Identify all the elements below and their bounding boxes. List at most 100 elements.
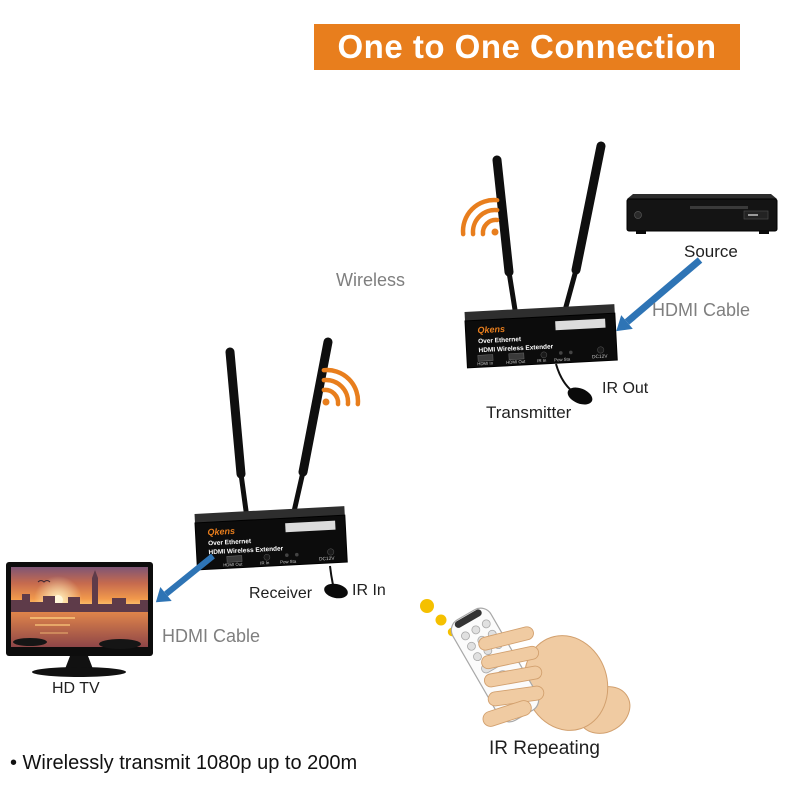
ir-out-emitter (555, 363, 593, 405)
label-strip (555, 318, 606, 331)
transmitter-line1: Over Ethernet (478, 336, 522, 345)
port-label: Pow Sta (554, 356, 571, 362)
feature-bullet: • Wirelessly transmit 1080p up to 200m (10, 752, 358, 774)
power-button-icon (634, 211, 642, 219)
transmitter-device: Qkens Over Ethernet HDMI Wireless Extend… (464, 304, 618, 369)
hand-with-remote (450, 607, 631, 734)
wifi-arc (480, 217, 500, 237)
antenna-right-lower (290, 469, 306, 519)
receiver-brand: Qkens (207, 526, 235, 537)
dc-jack (597, 346, 605, 354)
city-silhouette (11, 570, 148, 612)
hdmi-port (508, 352, 525, 360)
receiver-top-face (194, 506, 345, 523)
hdmi-cable-bottom-label: HDMI Cable (162, 626, 261, 646)
remote-button (473, 652, 482, 662)
wifi-arc (321, 367, 361, 407)
title-banner: One to One Connection (314, 24, 740, 70)
port-label: HDMI Out (506, 359, 526, 365)
remote-button (471, 625, 481, 635)
wifi-dot (322, 398, 330, 406)
ir-out-label: IR Out (602, 380, 649, 397)
source-foot (636, 231, 646, 234)
ir-receiver-blob (324, 583, 348, 599)
arrow-shaft (624, 257, 703, 325)
arrow-head (155, 587, 172, 603)
wifi-arc (470, 207, 500, 237)
finger (478, 626, 534, 651)
antenna-left-lower (506, 269, 519, 319)
finger (481, 645, 540, 670)
finger (483, 665, 543, 688)
source-foot (759, 231, 769, 234)
hdmi-cable-top-label: HDMI Cable (652, 300, 751, 320)
ir-jack (263, 553, 271, 561)
led (295, 552, 299, 557)
antenna-right-upper (571, 141, 606, 275)
wifi-signal-icon (321, 367, 361, 407)
transmitter-top-face (464, 304, 615, 321)
receiver-line1: Over Ethernet (208, 538, 252, 547)
receiver-antennas (225, 337, 333, 523)
ir-emitter-blob (567, 387, 593, 405)
remote-button (467, 641, 476, 651)
hdmi-port (477, 354, 494, 362)
wifi-signal-icon (460, 197, 500, 237)
led (559, 351, 563, 355)
receiver-device: Qkens Over Ethernet HDMI Wireless Extend… (194, 506, 348, 571)
bird-icon (37, 580, 51, 583)
source-top-face (627, 194, 777, 199)
wifi-arc (460, 197, 500, 237)
disc-tray (690, 206, 748, 209)
port-label: HDMI In (477, 361, 494, 367)
ir-wire (329, 565, 334, 586)
antenna-left-upper (492, 155, 514, 277)
transmitter-label: Transmitter (486, 403, 572, 422)
source-device (626, 194, 778, 234)
dc-jack (327, 548, 335, 556)
arrow-shaft (164, 553, 215, 597)
led (285, 553, 289, 557)
ir-jack (540, 351, 548, 359)
wifi-dot (491, 228, 499, 236)
page-title: One to One Connection (337, 28, 717, 65)
led (568, 350, 573, 355)
source-label: Source (684, 242, 738, 261)
arrow-head (616, 315, 633, 332)
remote-button (461, 631, 470, 641)
antenna-left-lower (238, 471, 250, 521)
hd-tv-label: HD TV (52, 680, 100, 697)
remote-button (481, 619, 491, 629)
power-label: DC12V (592, 354, 609, 361)
tv-stand-neck (65, 656, 93, 669)
receiver-label: Receiver (249, 585, 313, 602)
boat-silhouette (13, 638, 47, 646)
label-strip (285, 520, 336, 533)
hdtv (6, 562, 153, 677)
transmitter-antennas (492, 141, 606, 321)
wifi-arc (321, 377, 351, 407)
source-display-text (748, 214, 758, 216)
port-label: IR In (260, 560, 270, 566)
thumb (482, 700, 532, 727)
antenna-left-upper (225, 347, 246, 479)
port-label: HDMI Out (223, 561, 243, 567)
port-label: IR In (537, 358, 547, 364)
boat-silhouette (99, 639, 141, 649)
transmitter-line2: HDMI Wireless Extender (478, 343, 553, 354)
port-label: Pow Sta (280, 559, 297, 565)
transmitter-brand: Qkens (477, 324, 505, 335)
hdmi-arrow-bottom (155, 553, 215, 603)
power-label: DC12V (319, 556, 336, 563)
ir-repeating-label: IR Repeating (489, 738, 600, 759)
receiver-line2: HDMI Wireless Extender (208, 545, 283, 556)
wireless-label: Wireless (336, 270, 406, 290)
remote-ir-window (454, 609, 482, 628)
ir-dot (435, 614, 447, 626)
ir-dot (420, 599, 434, 613)
antenna-right-upper (298, 337, 333, 477)
ir-in-label: IR In (352, 582, 386, 599)
ir-wire (555, 363, 573, 392)
